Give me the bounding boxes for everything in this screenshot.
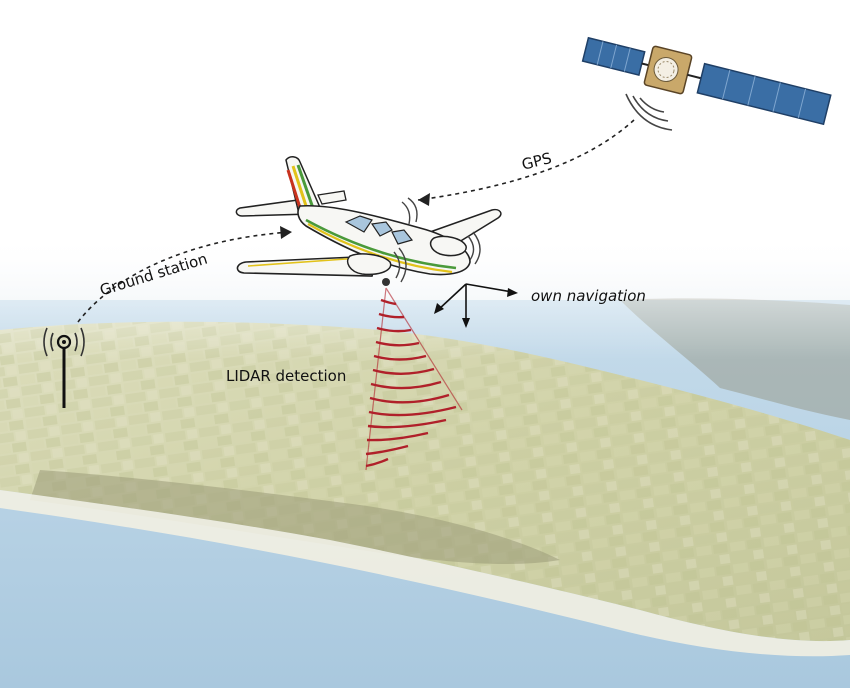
solar-panel-left xyxy=(581,36,649,77)
airplane-tail-stabilizer xyxy=(235,199,312,217)
satellite-signal-icon xyxy=(625,93,673,131)
airplane-fuselage xyxy=(297,204,471,276)
ground-station-link-line xyxy=(77,231,291,323)
gps-arrowhead xyxy=(418,193,430,206)
ground-station-antenna-icon xyxy=(43,327,85,408)
propeller-icon xyxy=(393,197,481,283)
airplane-right-engine xyxy=(429,235,467,257)
lidar-detection-label: LIDAR detection xyxy=(226,367,346,385)
farm-fields xyxy=(0,321,850,642)
dune-strip xyxy=(30,470,560,565)
airplane-left-engine xyxy=(346,253,392,276)
own-navigation-label: own navigation xyxy=(531,287,646,305)
solar-panel-right xyxy=(687,62,832,126)
airplane-windows xyxy=(344,215,414,245)
airplane-left-wing xyxy=(236,255,380,277)
beach-strip xyxy=(0,490,850,657)
ground-station-arrowhead xyxy=(280,226,292,239)
navigation-axes-icon xyxy=(434,283,518,328)
gps-satellite xyxy=(581,36,832,126)
satellite-body xyxy=(643,45,693,95)
lidar-beam xyxy=(365,287,463,471)
survey-airplane xyxy=(235,156,502,286)
